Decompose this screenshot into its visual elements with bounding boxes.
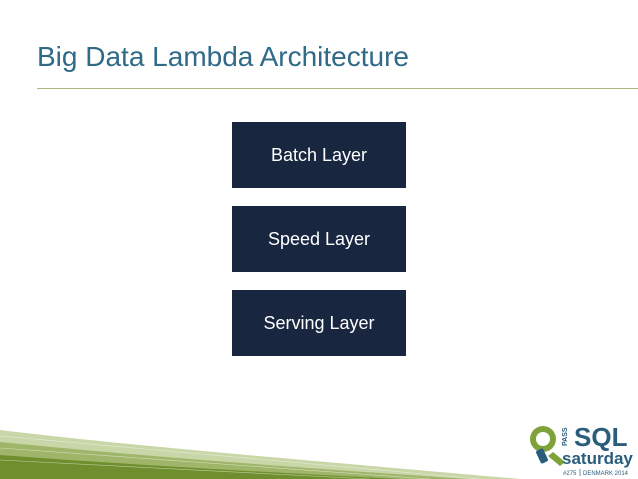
- logo-saturday-text: saturday: [562, 449, 633, 468]
- serving-layer-box: Serving Layer: [232, 290, 406, 356]
- speed-layer-label: Speed Layer: [267, 228, 371, 249]
- serving-layer-label: Serving Layer: [263, 312, 375, 333]
- batch-layer-label: Batch Layer: [270, 144, 368, 165]
- slide-title: Big Data Lambda Architecture: [37, 41, 409, 72]
- title-divider: [37, 88, 638, 89]
- sqlsaturday-logo: PASS SQL saturday #275 DENMARK 2014: [530, 422, 633, 477]
- magnifier-emblem-icon: [530, 426, 565, 466]
- logo-location: DENMARK 2014: [583, 471, 629, 477]
- footer-swoosh: [0, 430, 520, 479]
- logo-pass-text: PASS: [562, 427, 569, 446]
- logo-sql-text: SQL: [574, 422, 628, 452]
- batch-layer-box: Batch Layer: [232, 122, 406, 188]
- logo-event-number: #275: [563, 471, 577, 477]
- speed-layer-box: Speed Layer: [232, 206, 406, 272]
